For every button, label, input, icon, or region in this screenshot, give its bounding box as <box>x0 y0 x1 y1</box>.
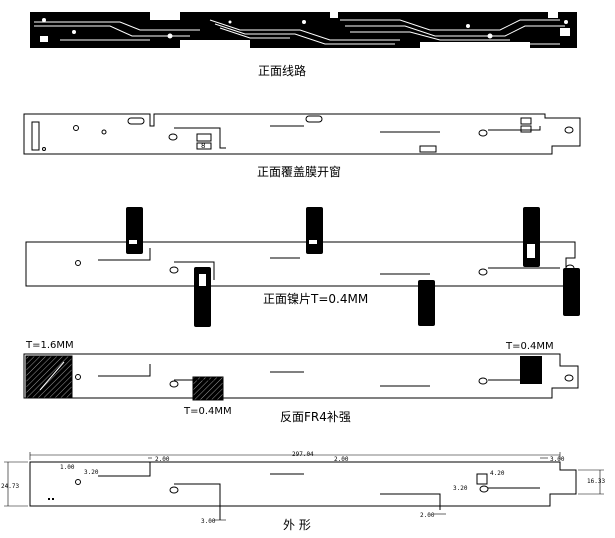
dim-right-height: 16.33 <box>587 478 606 485</box>
thickness-note-right: T=0.4MM <box>506 341 554 352</box>
fr4-stiffener-panel <box>23 353 579 401</box>
dim-right-hole-1: 4.20 <box>490 470 505 477</box>
dim-slot-top-mid: 2.00 <box>334 456 349 463</box>
caption-outline: 外 形 <box>283 518 311 532</box>
dim-hole-2: 3.20 <box>84 469 99 476</box>
coverlay-window-panel <box>23 113 581 155</box>
caption-fr4-stiffener: 反面FR4补强 <box>280 410 351 424</box>
dim-hole-1: 1.00 <box>60 464 75 471</box>
dim-gap-bottom-left: 3.00 <box>201 518 216 525</box>
thickness-note-left: T=1.6MM <box>26 340 74 351</box>
dim-right-hole-2: 3.20 <box>453 485 468 492</box>
dim-slot: 2.00 <box>155 456 170 463</box>
dim-slot-top-right: 3.00 <box>550 456 565 463</box>
dim-left-height: 24.73 <box>1 483 20 490</box>
caption-nickel-plate: 正面镍片T=0.4MM <box>263 292 369 306</box>
nickel-plate-panel <box>25 207 580 327</box>
front-traces-panel <box>30 12 577 48</box>
dim-overall-length: 297.04 <box>292 451 314 458</box>
dim-gap-bottom-mid: 2.00 <box>420 512 435 519</box>
thickness-note-bottom: T=0.4MM <box>184 406 232 417</box>
outline-panel <box>4 452 604 521</box>
caption-front-traces: 正面线路 <box>258 64 307 78</box>
caption-coverlay-window: 正面覆盖膜开窗 <box>257 165 342 179</box>
window-pad-label: 8 <box>201 142 206 150</box>
